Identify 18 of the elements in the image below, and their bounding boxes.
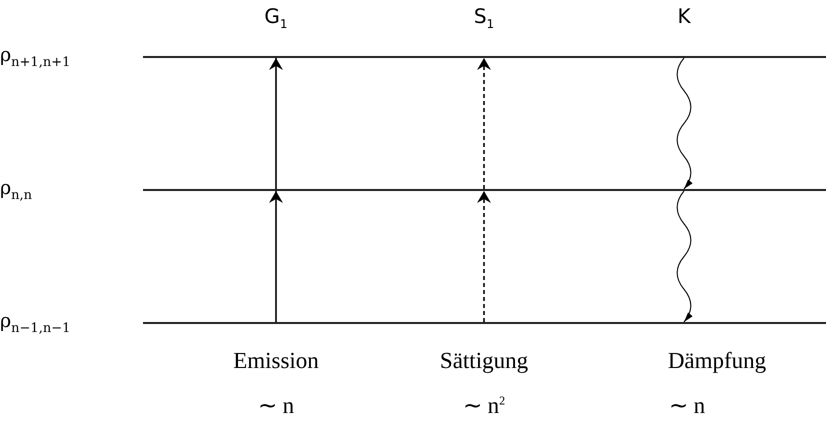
level-label: ρ$_{n,n}$	[0, 176, 32, 205]
level-label: ρ$_{n−1,n−1}$	[0, 309, 70, 338]
arrow	[269, 191, 283, 322]
wavy-arrow	[676, 58, 692, 190]
scaling-label: ∼ n	[258, 392, 294, 419]
column-heading: G$_{1}$	[264, 4, 288, 31]
arrow	[477, 191, 491, 322]
level-label: ρ$_{n+1,n+1}$	[0, 43, 70, 72]
scaling-label: ∼ n	[668, 392, 706, 419]
process-label: Sättigung	[440, 348, 528, 374]
process-label: Emission	[233, 348, 319, 374]
column-heading: K	[677, 4, 691, 28]
arrow	[269, 58, 283, 189]
wavy-arrow	[676, 190, 692, 322]
column-heading: S$_{1}$	[474, 4, 494, 31]
scaling-label: ∼ n$^{2}$	[462, 392, 506, 419]
process-label: Dämpfung	[668, 348, 766, 374]
arrow	[477, 58, 491, 189]
